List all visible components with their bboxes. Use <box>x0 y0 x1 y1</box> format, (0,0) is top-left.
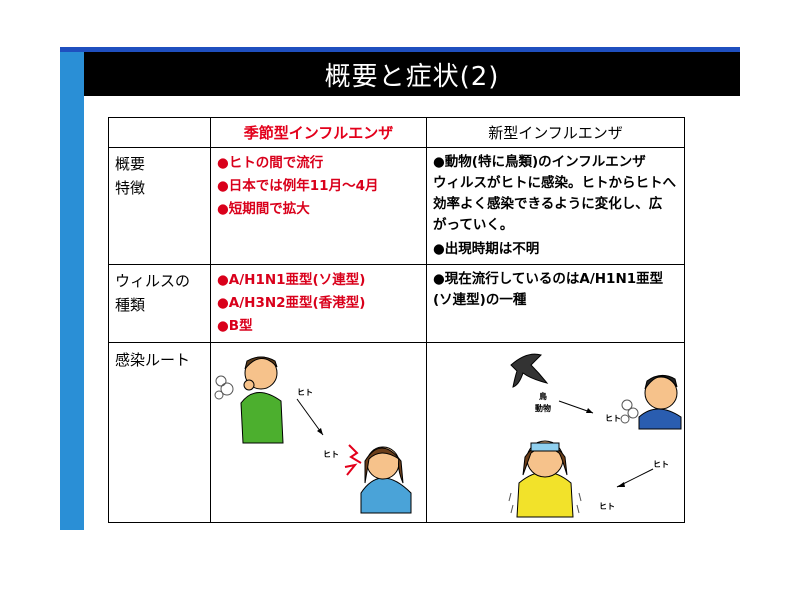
cell-seasonal-virus: ●A/H1N1亜型(ソ連型) ●A/H3N2亜型(香港型) ●B型 <box>210 264 427 343</box>
row-label-virus-line2: 種類 <box>115 296 146 314</box>
seasonal-feature-2: ●日本では例年11月～4月 <box>217 178 379 194</box>
title-bar: 概要と症状(2) <box>84 52 740 96</box>
novel-virus-line-1: ●現在流行しているのはA/H1N1亜型 <box>433 271 664 287</box>
coughing-person-icon <box>214 356 284 444</box>
novel-virus-line-2: (ソ連型)の一種 <box>433 292 527 308</box>
row-label-virus: ウィルスの 種類 <box>108 264 211 343</box>
header-row: 季節型インフルエンザ 新型インフルエンザ <box>108 117 685 148</box>
seasonal-virus-2: ●A/H3N2亜型(香港型) <box>217 295 366 311</box>
seasonal-label-1: ヒト <box>297 388 313 397</box>
row-label-line2: 特徴 <box>115 179 146 197</box>
row-features: 概要 特徴 ●ヒトの間で流行 ●日本では例年11月～4月 ●短期間で拡大 ●動物… <box>108 147 685 265</box>
cell-novel-virus: ●現在流行しているのはA/H1N1亜型 (ソ連型)の一種 <box>426 264 685 343</box>
seasonal-feature-3: ●短期間で拡大 <box>217 201 310 217</box>
novel-feature-extra: ●出現時期は不明 <box>433 241 540 257</box>
novel-route-illustration <box>508 353 682 518</box>
slide-title: 概要と症状(2) <box>324 61 500 92</box>
header-empty <box>108 117 211 148</box>
novel-label-human-1: ヒト <box>605 414 621 423</box>
novel-label-human-2: ヒト <box>653 460 669 469</box>
row-label-features: 概要 特徴 <box>108 147 211 265</box>
seasonal-route-illustration <box>214 356 412 514</box>
seasonal-virus-1: ●A/H1N1亜型(ソ連型) <box>217 272 366 288</box>
seasonal-virus-3: ●B型 <box>217 318 253 334</box>
row-route: 感染ルート <box>108 342 685 523</box>
cell-seasonal-features: ●ヒトの間で流行 ●日本では例年11月～4月 ●短期間で拡大 <box>210 147 427 265</box>
header-novel: 新型インフルエンザ <box>426 117 685 148</box>
novel-feature-line-2: ウィルスがヒトに感染。ヒトからヒトへ <box>433 175 676 191</box>
seasonal-label-2: ヒト <box>323 450 339 459</box>
bird-icon <box>510 353 549 388</box>
coughing-person-icon <box>620 375 682 430</box>
route-label: 感染ルート <box>115 351 191 369</box>
novel-label-animal: 動物 <box>535 404 551 413</box>
cell-novel-features: ●動物(特に鳥類)のインフルエンザ ウィルスがヒトに感染。ヒトからヒトへ 効率よ… <box>426 147 685 265</box>
row-label-line1: 概要 <box>115 155 146 173</box>
cell-seasonal-route: ヒト ヒト <box>210 342 427 523</box>
row-virus-type: ウィルスの 種類 ●A/H1N1亜型(ソ連型) ●A/H3N2亜型(香港型) ●… <box>108 264 685 343</box>
shivering-person-icon <box>508 440 582 518</box>
top-rule <box>60 47 740 52</box>
comparison-table: 季節型インフルエンザ 新型インフルエンザ 概要 特徴 ●ヒトの間で流行 ●日本で… <box>108 117 685 523</box>
left-accent-bar <box>60 52 84 530</box>
novel-feature-line-4: がっていく。 <box>433 217 514 233</box>
row-label-route: 感染ルート <box>108 342 211 523</box>
novel-feature-line-3: 効率よく感染できるように変化し、広 <box>433 196 663 212</box>
header-seasonal: 季節型インフルエンザ <box>210 117 427 148</box>
novel-label-bird: 鳥 <box>539 392 547 401</box>
row-label-virus-line1: ウィルスの <box>115 272 191 290</box>
sick-person-icon <box>344 444 412 514</box>
novel-feature-line-1: ●動物(特に鳥類)のインフルエンザ <box>433 154 646 170</box>
novel-label-human-3: ヒト <box>599 502 615 511</box>
cell-novel-route: 鳥 動物 ヒト ヒト ヒト <box>426 342 685 523</box>
seasonal-feature-1: ●ヒトの間で流行 <box>217 155 324 171</box>
